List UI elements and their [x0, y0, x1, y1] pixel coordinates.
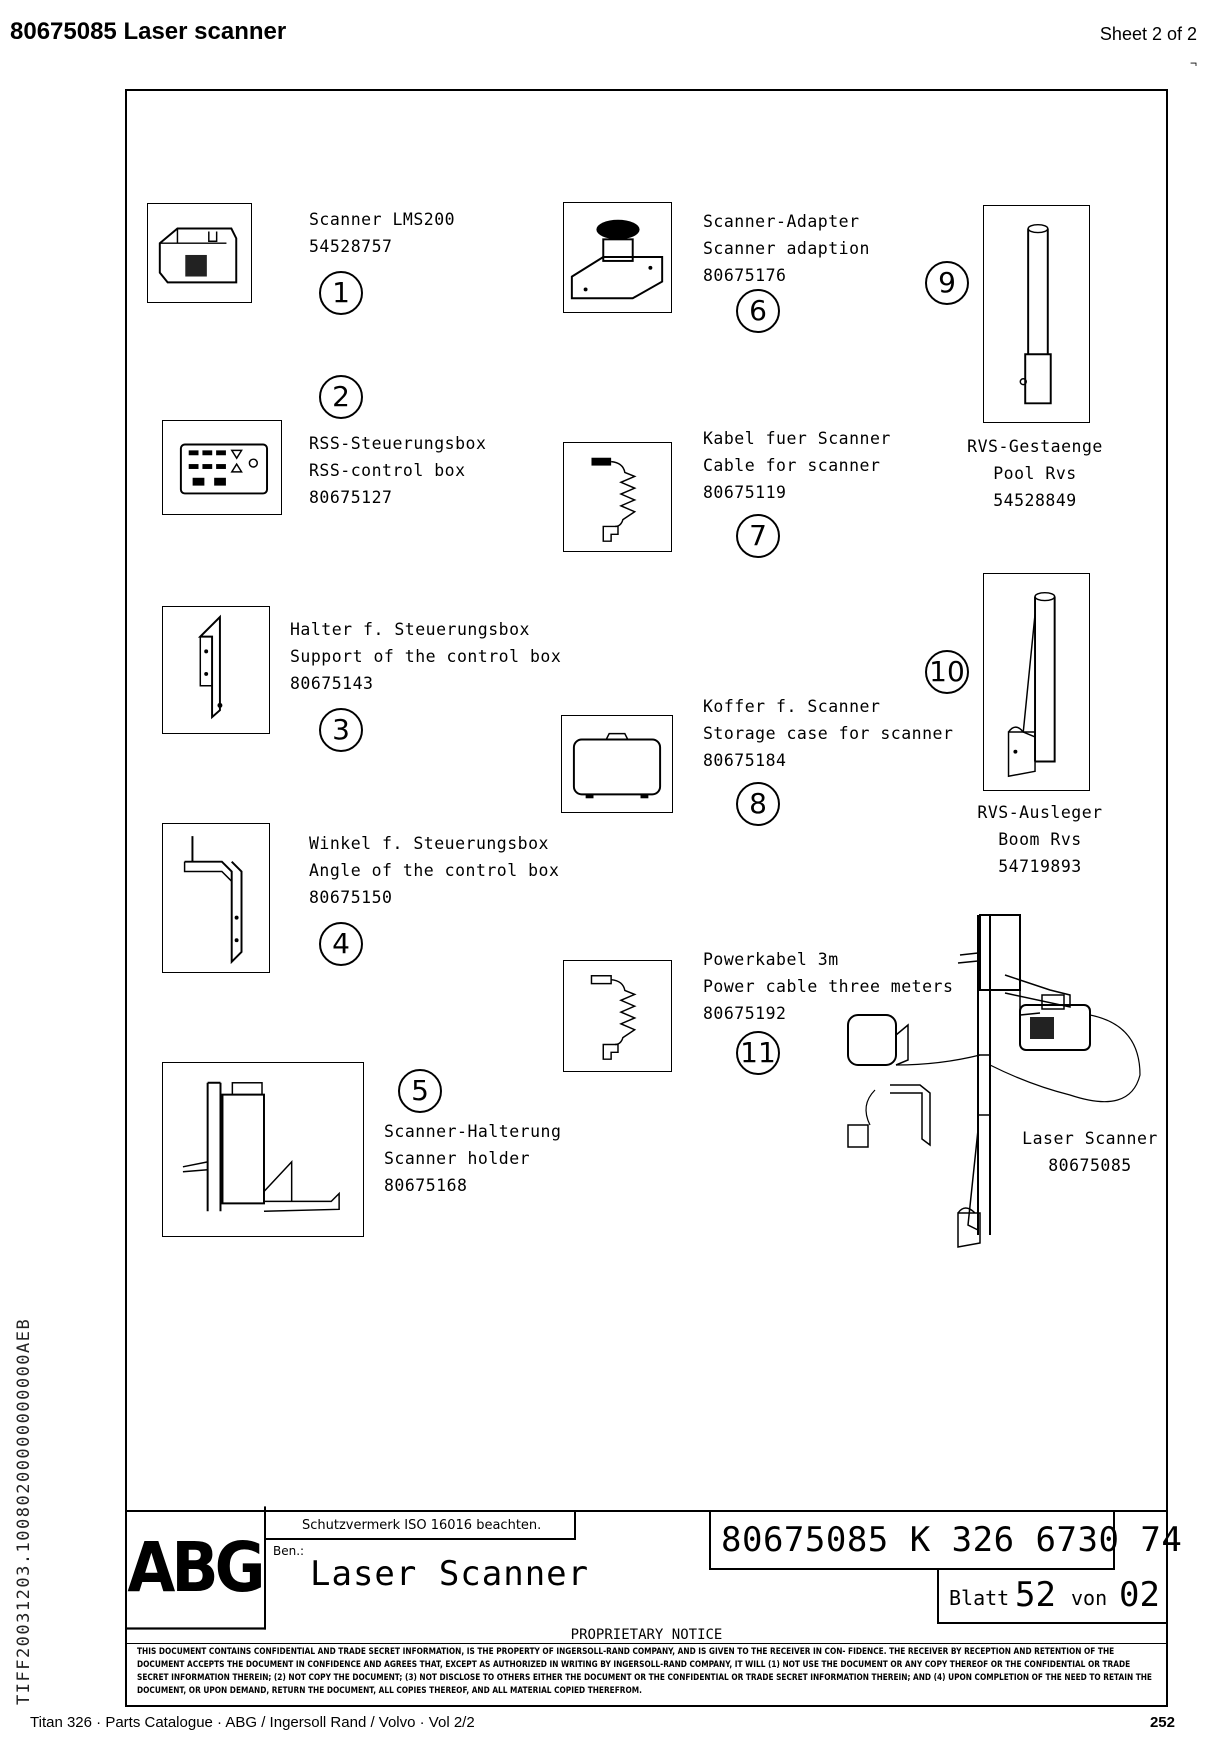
part-6-name-en: Scanner adaption — [703, 239, 870, 258]
part-8-number: 80675184 — [703, 751, 787, 770]
page-number: 252 — [1149, 1714, 1175, 1731]
abg-logo: ABG — [125, 1506, 266, 1630]
blatt-label: Blatt — [949, 1586, 1010, 1610]
part-4-number: 80675150 — [309, 888, 393, 907]
blatt-value: 52 — [1015, 1575, 1056, 1615]
part-11-name-de: Powerkabel 3m — [703, 950, 839, 969]
scanner-holder-icon — [162, 1062, 364, 1237]
part-2-name-en: RSS-control box — [309, 461, 466, 480]
part-9-name-en: Pool Rvs — [993, 464, 1077, 483]
part-10-name-en: Boom Rvs — [998, 830, 1082, 849]
sheet-number: Sheet 2 of 2 — [1099, 24, 1197, 44]
part-3-number: 80675143 — [290, 674, 374, 693]
part-5-callout: 5 — [398, 1069, 442, 1113]
proprietary-text: This document contains confidential and … — [137, 1647, 1152, 1696]
control-box-icon — [162, 420, 282, 515]
tiff-side-label: TIFF20031203.10080200000000000AEB — [14, 1317, 34, 1705]
boom-icon — [983, 573, 1090, 791]
part-3-callout: 3 — [319, 708, 363, 752]
part-10-number: 54719893 — [998, 857, 1082, 876]
part-3-name-en: Support of the control box — [290, 647, 562, 666]
part-1-number: 54528757 — [309, 237, 393, 256]
ben-label: Ben.: — [273, 1544, 305, 1558]
part-9-number: 54528849 — [993, 491, 1077, 510]
part-9-callout: 9 — [925, 261, 969, 305]
part-4-name-de: Winkel f. Steuerungsbox — [309, 834, 549, 853]
part-11-name-en: Power cable three meters — [703, 977, 954, 996]
drawing-number: 80675085 K 326 6730 74 — [709, 1512, 1182, 1570]
part-7-name-de: Kabel fuer Scanner — [703, 429, 891, 448]
part-4-callout: 4 — [319, 922, 363, 966]
part-9-name-de: RVS-Gestaenge — [967, 437, 1103, 456]
part-7-number: 80675119 — [703, 483, 787, 502]
part-8-callout: 8 — [736, 782, 780, 826]
angle-bracket-icon — [162, 823, 270, 973]
power-cable-icon — [563, 960, 672, 1072]
part-6-name-de: Scanner-Adapter — [703, 212, 860, 231]
part-3-name-de: Halter f. Steuerungsbox — [290, 620, 530, 639]
assembly-number: 80675085 — [1048, 1156, 1132, 1175]
part-11-callout: 11 — [736, 1031, 780, 1075]
footer-text: Titan 326 · Parts Catalogue · ABG / Inge… — [30, 1714, 475, 1731]
pole-icon — [983, 205, 1090, 423]
part-10-name-de: RVS-Ausleger — [977, 803, 1103, 822]
scanner-adapter-icon — [563, 202, 672, 313]
part-5-number: 80675168 — [384, 1176, 468, 1195]
part-8-name-en: Storage case for scanner — [703, 724, 954, 743]
page-title: 80675085 Laser scanner — [10, 18, 287, 45]
part-7-callout: 7 — [736, 514, 780, 558]
sheet-info: Blatt 52 von 02 — [937, 1570, 1168, 1624]
part-8-name-de: Koffer f. Scanner — [703, 697, 881, 716]
part-6-number: 80675176 — [703, 266, 787, 285]
support-bracket-icon — [162, 606, 270, 734]
von-value: 02 — [1119, 1575, 1160, 1615]
cable-icon — [563, 442, 672, 552]
scanner-icon — [147, 203, 252, 303]
part-2-name-de: RSS-Steuerungsbox — [309, 434, 487, 453]
drawing-name: Laser Scanner — [310, 1554, 590, 1594]
part-7-name-en: Cable for scanner — [703, 456, 881, 475]
part-2-callout: 2 — [319, 375, 363, 419]
part-11-number: 80675192 — [703, 1004, 787, 1023]
part-6-callout: 6 — [736, 289, 780, 333]
von-label: von — [1071, 1586, 1108, 1610]
laser-scanner-assembly-icon — [830, 895, 1150, 1255]
part-5-name-en: Scanner holder — [384, 1149, 531, 1168]
part-4-name-en: Angle of the control box — [309, 861, 560, 880]
part-10-callout: 10 — [925, 650, 969, 694]
drawing-frame — [125, 89, 1168, 1707]
part-5-name-de: Scanner-Halterung — [384, 1122, 562, 1141]
title-block: ABG Schutzvermerk ISO 16016 beachten. Be… — [125, 1506, 1182, 1707]
proprietary-title: PROPRIETARY NOTICE — [125, 1624, 1168, 1644]
part-2-number: 80675127 — [309, 488, 393, 507]
assembly-name: Laser Scanner — [1022, 1129, 1158, 1148]
protection-notice: Schutzvermerk ISO 16016 beachten. — [266, 1512, 576, 1540]
storage-case-icon — [561, 715, 673, 813]
part-1-callout: 1 — [319, 271, 363, 315]
part-1-name-de: Scanner LMS200 — [309, 210, 456, 229]
corner-mark: ¬ — [1189, 56, 1197, 70]
